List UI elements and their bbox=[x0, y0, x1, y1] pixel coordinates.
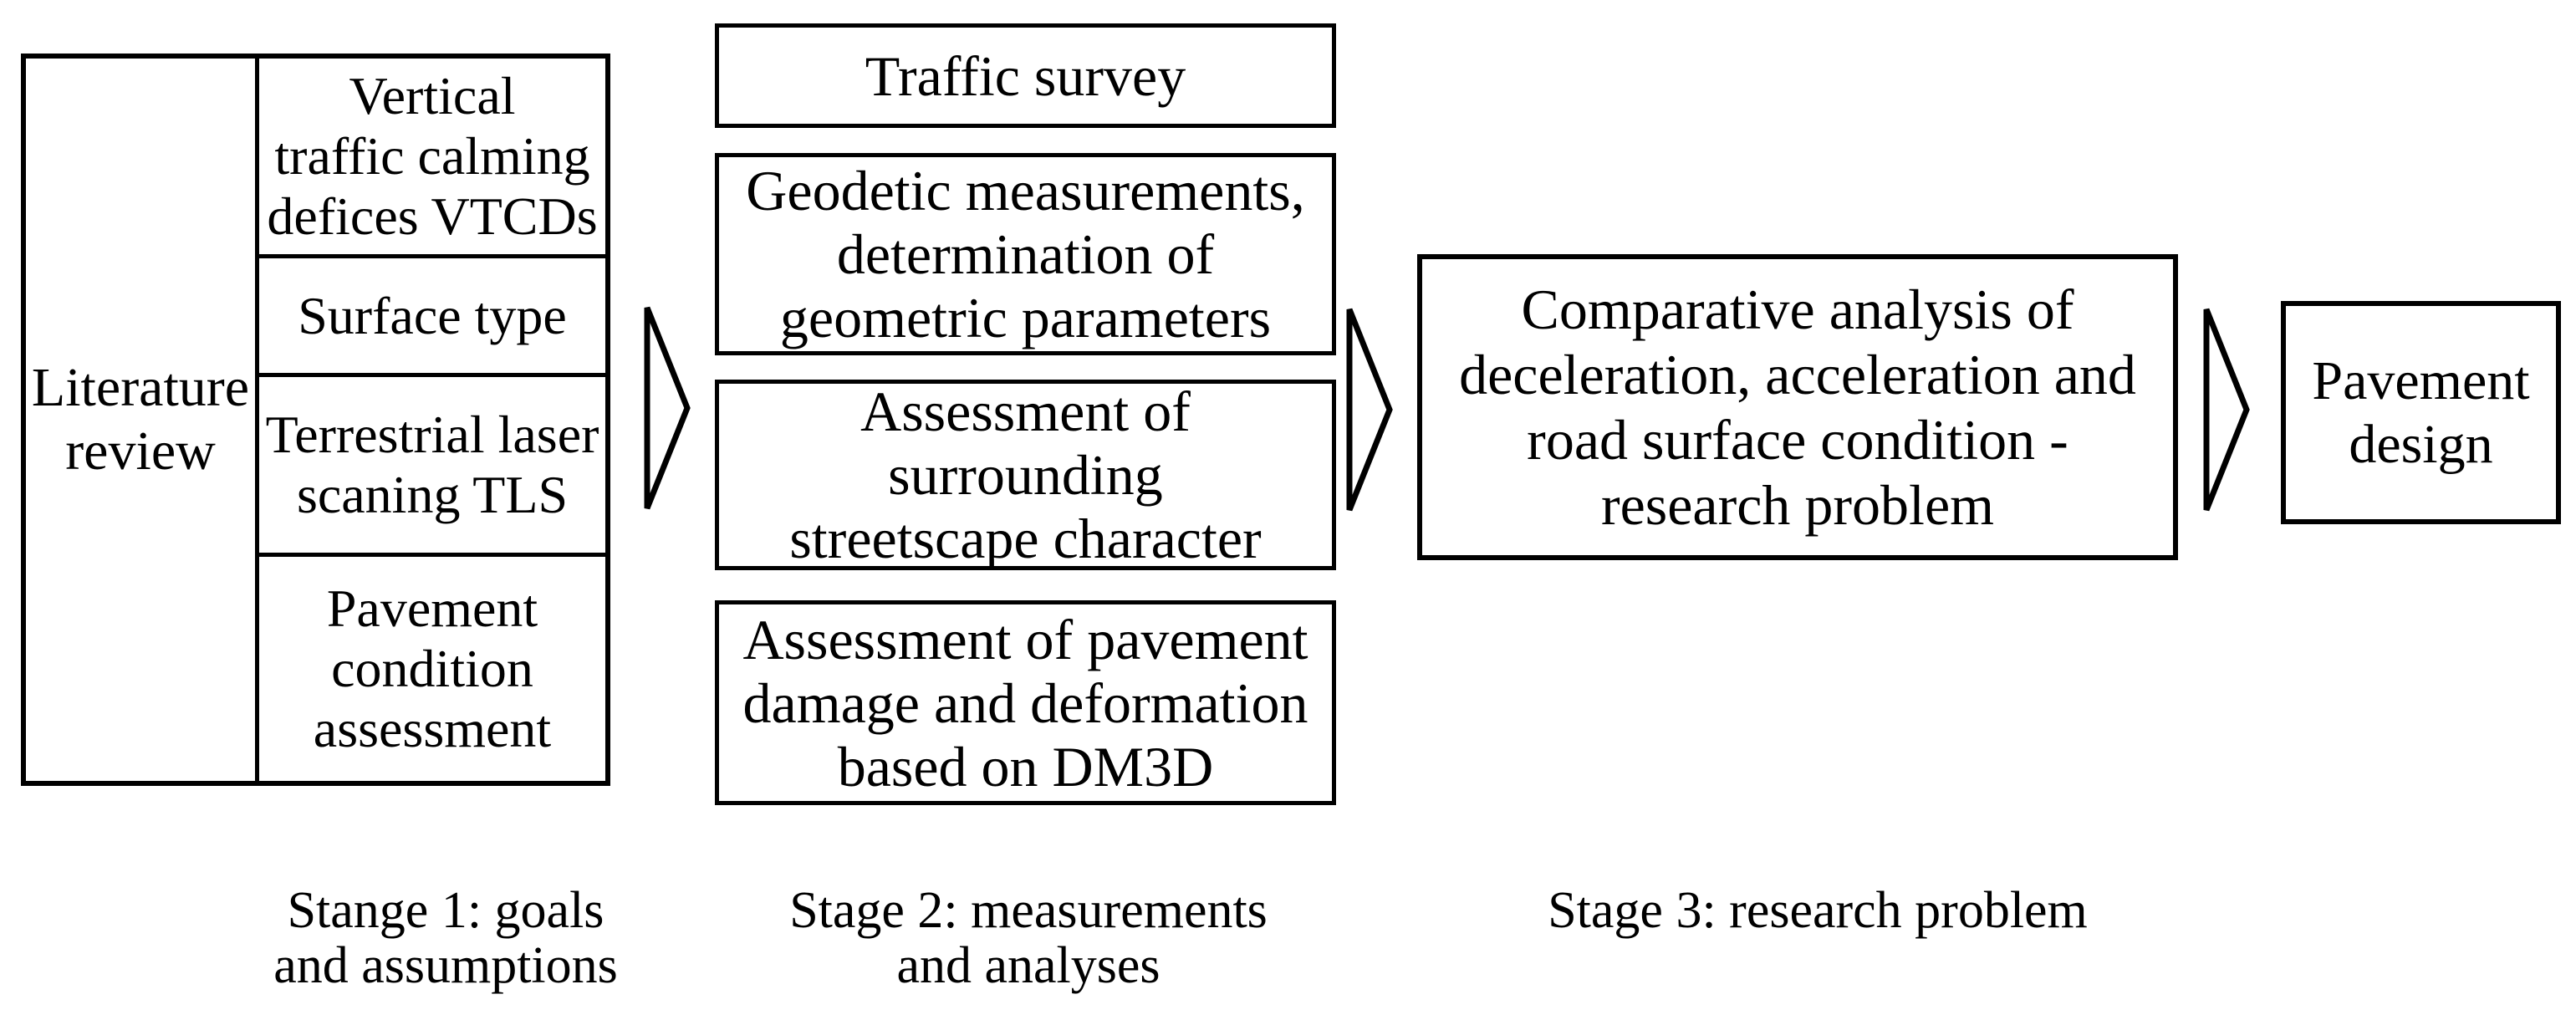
topic-box-vtcds: Vertical traffic calming defices VTCDs bbox=[259, 59, 605, 258]
literature-review-box: Literature review bbox=[26, 59, 259, 781]
topic-box-surface-type: Surface type bbox=[259, 258, 605, 377]
pavement-damage-box: Assessment of pavement damage and deform… bbox=[715, 600, 1336, 805]
stage2-label: Stage 2: measurements and analyses bbox=[789, 882, 1268, 994]
streetscape-assessment-box: Assessment of surrounding streetscape ch… bbox=[715, 380, 1336, 570]
topic-box-tls: Terrestrial laser scaning TLS bbox=[259, 377, 605, 557]
arrow-right-icon bbox=[1346, 308, 1393, 512]
stage1-label: Stange 1: goals and assumptions bbox=[273, 882, 618, 994]
literature-topics-column: Vertical traffic calming defices VTCDs S… bbox=[259, 59, 605, 781]
topic-box-pavement-condition: Pavement condition assessment bbox=[313, 579, 552, 758]
pavement-design-box: Pavement design bbox=[2281, 301, 2561, 524]
arrow-right-icon bbox=[644, 306, 691, 510]
stage1-group: Literature review Vertical traffic calmi… bbox=[21, 54, 610, 786]
comparative-analysis-box: Comparative analysis of deceleration, ac… bbox=[1417, 254, 2178, 560]
geodetic-measurements-box: Geodetic measurements, determination of … bbox=[715, 153, 1336, 355]
arrow-right-icon bbox=[2203, 308, 2250, 512]
stage3-label: Stage 3: research problem bbox=[1548, 882, 2088, 939]
traffic-survey-box: Traffic survey bbox=[715, 23, 1336, 128]
